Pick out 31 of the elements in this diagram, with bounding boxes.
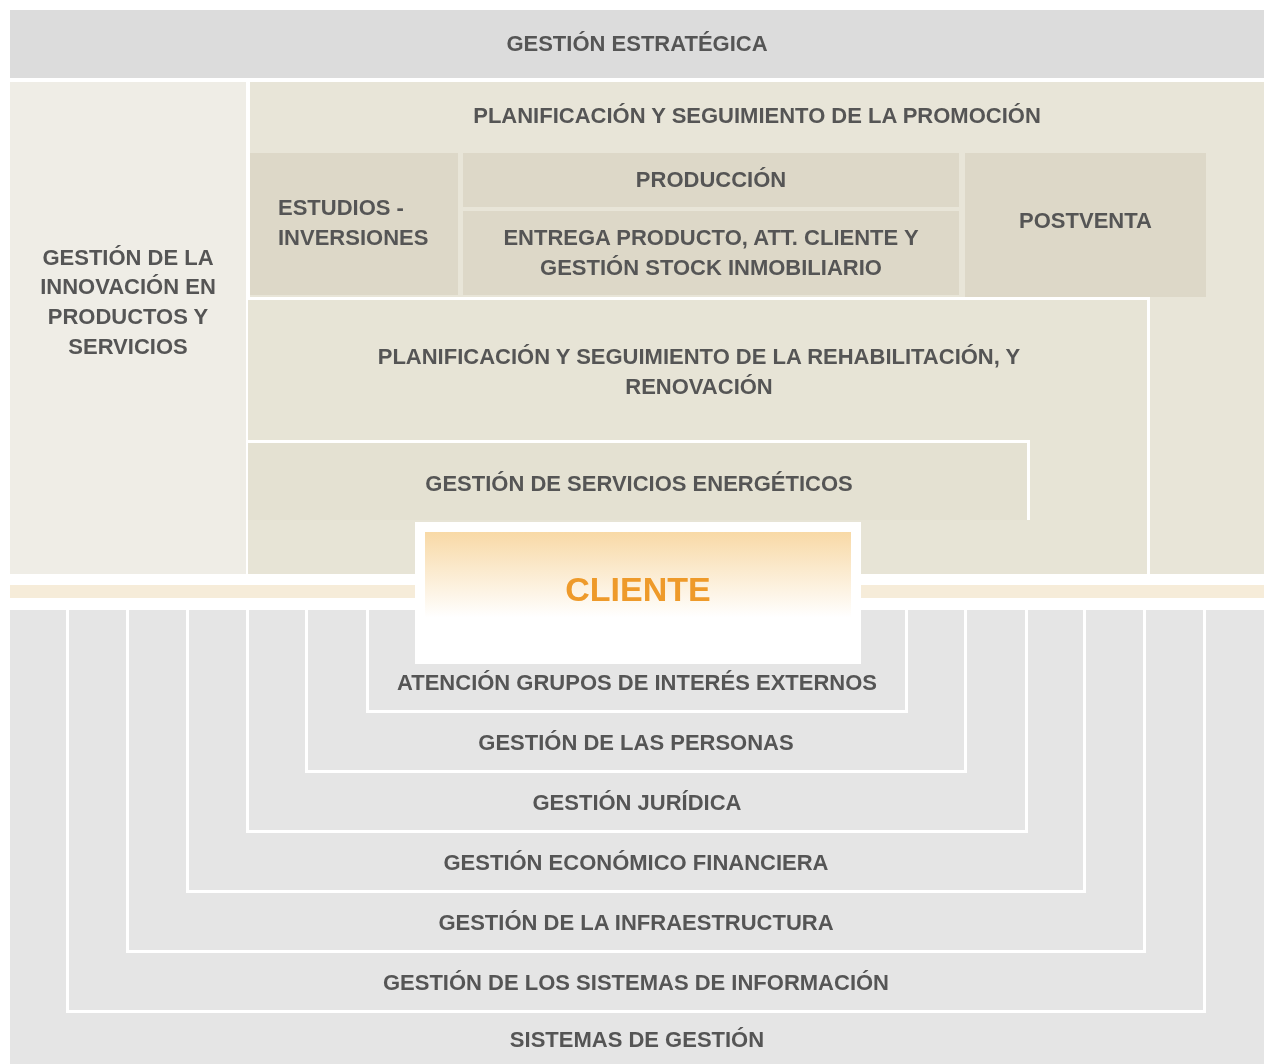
support-panel: [10, 610, 1264, 1064]
client-label: CLIENTE: [565, 568, 711, 610]
band-label: GESTIÓN DE LAS PERSONAS: [478, 729, 794, 758]
band-label: GESTIÓN DE SERVICIOS ENERGÉTICOS: [425, 470, 853, 499]
support-band: [186, 610, 1086, 893]
support-band: [305, 610, 967, 773]
side-band: [10, 82, 246, 574]
band-label: GESTIÓN DE LA INNOVACIÓN EN PRODUCTOS Y SERVICIOS: [39, 243, 217, 361]
band-label: ESTUDIOS - INVERSIONES: [278, 194, 430, 252]
process-column: [965, 153, 1206, 297]
band-label: GESTIÓN DE LA INFRAESTRUCTURA: [438, 909, 834, 938]
support-band: [246, 610, 1028, 833]
band-label: ENTREGA PRODUCTO, ATT. CLIENTE Y GESTIÓN STOCK INMOBILIARIO: [502, 224, 920, 282]
band-label: PLANIFICACIÓN Y SEGUIMIENTO DE LA PROMOCIÓN: [473, 102, 1041, 131]
process-panel: [250, 82, 1264, 574]
process-band: [248, 440, 1030, 520]
band-label: SISTEMAS DE GESTIÓN: [509, 1025, 765, 1054]
process-band: [248, 297, 1150, 574]
band-label: PLANIFICACIÓN Y SEGUIMIENTO DE LA REHABILITACIÓN, Y RENOVACIÓN: [376, 343, 1022, 401]
process-box: [250, 153, 458, 295]
support-band: [66, 610, 1206, 1013]
band-label: GESTIÓN DE LOS SISTEMAS DE INFORMACIÓN: [382, 969, 889, 998]
header-band: [10, 10, 1264, 78]
band-label: PRODUCCIÓN: [635, 166, 787, 195]
band-label: POSTVENTA: [1019, 206, 1152, 235]
band-label: GESTIÓN ECONÓMICO FINANCIERA: [443, 849, 829, 878]
band-label: GESTIÓN ESTRATÉGICA: [506, 30, 768, 59]
band-label: ATENCIÓN GRUPOS DE INTERÉS EXTERNOS: [397, 669, 877, 698]
support-band: [366, 610, 908, 713]
support-band: [126, 610, 1146, 953]
band-label: GESTIÓN JURÍDICA: [532, 789, 742, 818]
